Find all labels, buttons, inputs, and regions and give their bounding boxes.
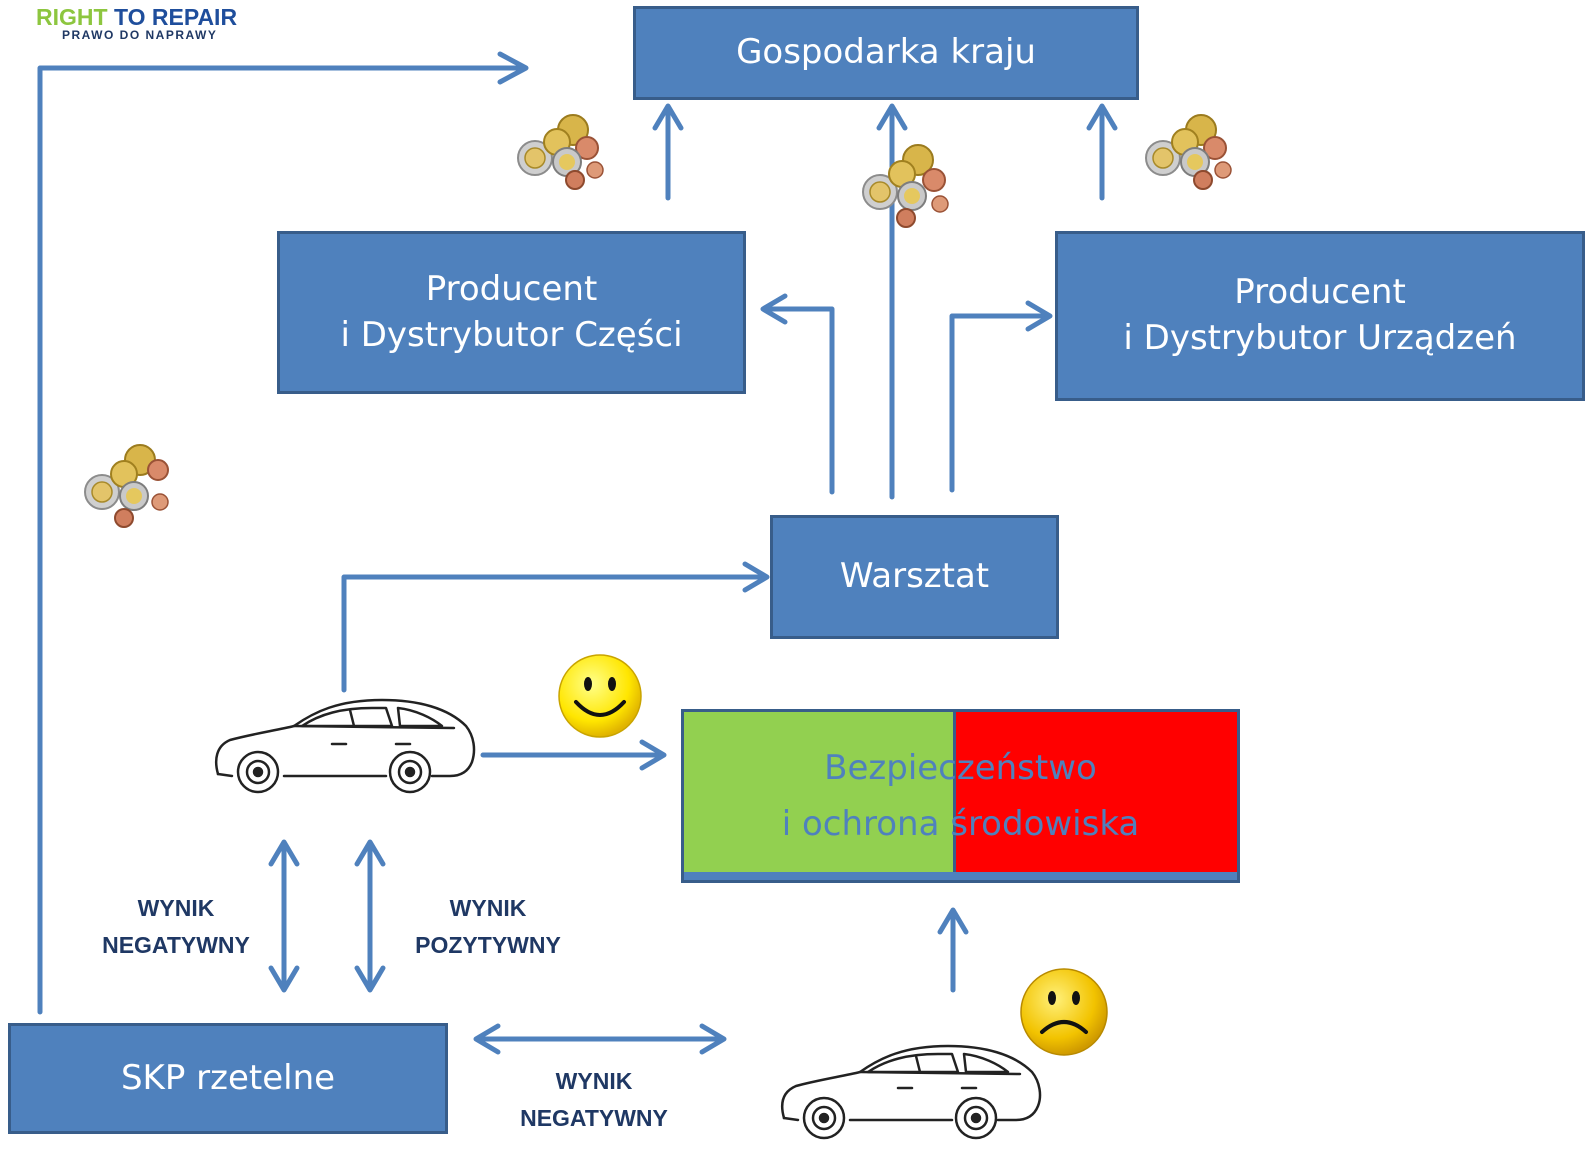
arrow-car-to-workshop	[341, 574, 768, 693]
label-positive-line2: POZYTYWNY	[415, 931, 561, 958]
skp-label: SKP rzetelne	[120, 1057, 336, 1098]
parts-producer-line1: Producent	[425, 268, 598, 309]
sad-face-icon	[1020, 968, 1108, 1056]
label-negative-bottom: WYNIK NEGATYWNY	[484, 1063, 704, 1137]
logo: RIGHT TO REPAIR PRAWO DO NAPRAWY	[36, 4, 306, 42]
workshop-label: Warsztat	[839, 556, 990, 597]
label-negative-left: WYNIK NEGATYWNY	[66, 890, 286, 964]
logo-title: RIGHT TO REPAIR	[36, 4, 306, 31]
label-negative-left-line2: NEGATYWNY	[102, 931, 250, 958]
parts-producer-line2: i Dystrybutor Części	[340, 314, 683, 355]
safety-divider	[953, 712, 956, 880]
logo-title-repair: TO REPAIR	[113, 4, 238, 30]
car-icon	[214, 698, 476, 794]
coins-icon	[862, 144, 949, 228]
logo-subtitle: PRAWO DO NAPRAWY	[62, 28, 218, 42]
coins-icon	[517, 114, 604, 190]
arrow-workshop-to-equipment	[949, 313, 1051, 493]
label-negative-bottom-line2: NEGATYWNY	[520, 1104, 668, 1131]
safety-red-half	[956, 712, 1237, 880]
parts-producer-box: Producent i Dystrybutor Części	[277, 231, 746, 394]
safety-bottom-band	[684, 872, 1237, 880]
label-negative-bottom-line1: WYNIK	[555, 1068, 633, 1094]
safety-box: Bezpieczeństwo i ochrona środowiska	[681, 709, 1240, 883]
logo-title-right: RIGHT	[36, 4, 108, 30]
equipment-producer-box: Producent i Dystrybutor Urządzeń	[1055, 231, 1585, 401]
coins-icon	[1145, 114, 1232, 190]
coins-icon	[84, 444, 169, 528]
skp-box: SKP rzetelne	[8, 1023, 448, 1134]
car-icon	[780, 1044, 1042, 1140]
label-positive-line1: WYNIK	[449, 895, 527, 921]
safety-green-half	[684, 712, 954, 880]
economy-label: Gospodarka kraju	[736, 32, 1036, 73]
economy-box: Gospodarka kraju	[633, 6, 1139, 100]
arrow-skp-to-economy	[37, 65, 528, 1015]
safety-line1: Bezpieczeństwo	[824, 747, 1097, 788]
safety-line2: i ochrona środowiska	[781, 804, 1140, 844]
arrow-workshop-to-parts	[762, 306, 835, 495]
safety-text: Bezpieczeństwo i ochrona środowiska	[684, 712, 1237, 880]
equipment-producer-line2: i Dystrybutor Urządzeń	[1123, 318, 1517, 358]
label-positive: WYNIK POZYTYWNY	[378, 890, 598, 964]
workshop-box: Warsztat	[770, 515, 1059, 639]
equipment-producer-line1: Producent	[1234, 272, 1406, 313]
label-negative-left-line1: WYNIK	[137, 895, 215, 921]
happy-face-icon	[558, 654, 642, 738]
